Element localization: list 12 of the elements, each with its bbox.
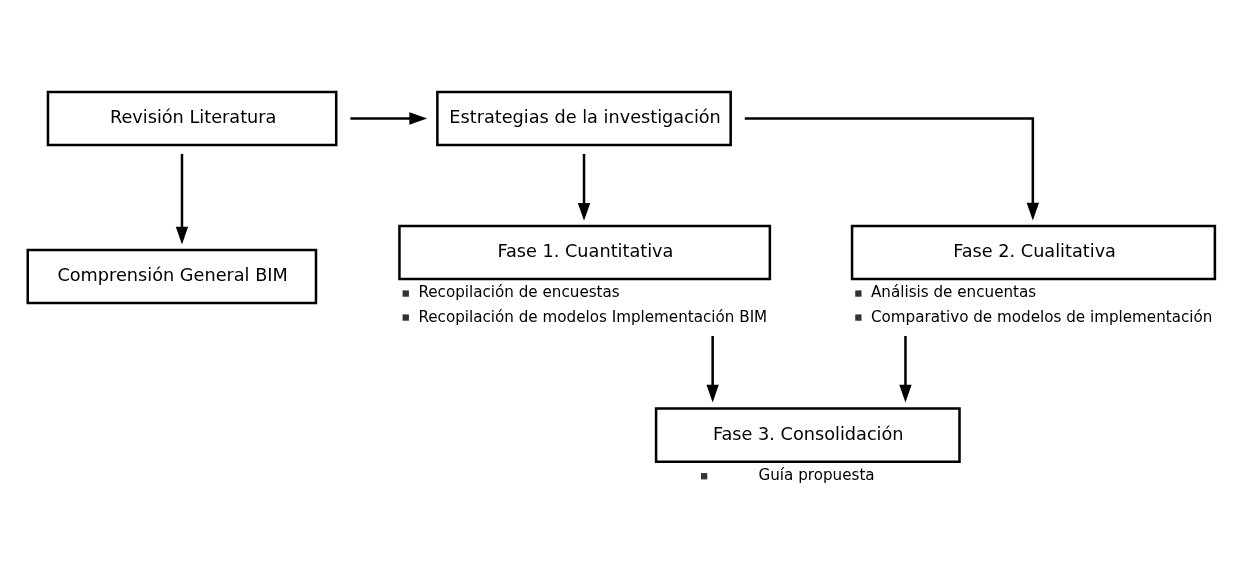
node-label: Recopilación de encuestas [418,282,620,301]
arrow [175,153,189,244]
arrow [577,153,591,221]
arrow [899,335,912,402]
arrow [706,335,719,402]
arrow [744,116,1040,221]
node-box: Revisión Literatura [46,90,338,146]
node-label: Guía propuesta [758,465,875,484]
arrow [350,111,428,125]
node-label: Análisis de encuentas [871,282,1037,301]
node-box: Comprensión General BIM [26,248,318,304]
node-box: Estrategias de la investigación [436,90,732,146]
